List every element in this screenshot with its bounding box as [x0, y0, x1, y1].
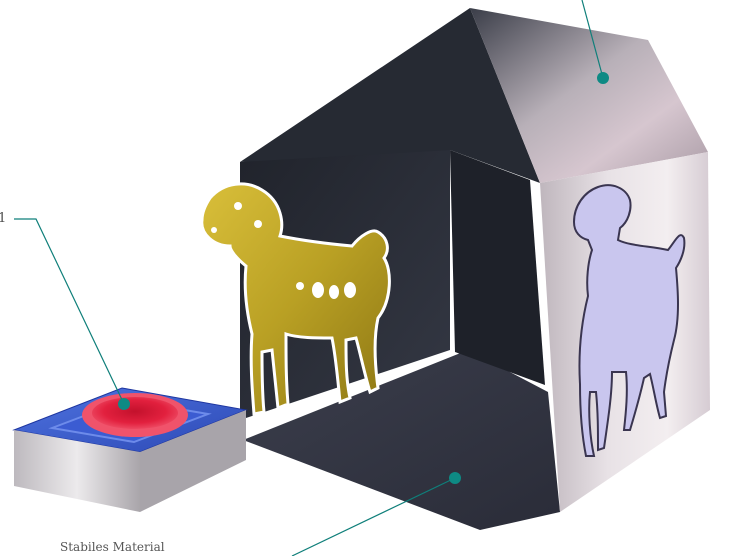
callout-dot-floor [449, 472, 461, 484]
dog-spot [312, 282, 324, 298]
callout-caption-bottom: Stabiles Material [60, 540, 165, 554]
dog-spot [344, 282, 356, 298]
dog-eye-hole [234, 202, 242, 210]
callout-line-bowl [14, 219, 124, 404]
callout-number-bowl: 1 [0, 211, 6, 226]
dog-spot [296, 282, 304, 290]
callout-dot-roof [597, 72, 609, 84]
callout-line-floor [292, 478, 455, 556]
dog-spot [254, 220, 262, 228]
house-inner-panel [450, 150, 545, 385]
callout-dot-bowl [118, 398, 130, 410]
red-bowl-inner [92, 397, 178, 429]
dog-spot [329, 285, 339, 299]
dog-spot [211, 227, 217, 233]
